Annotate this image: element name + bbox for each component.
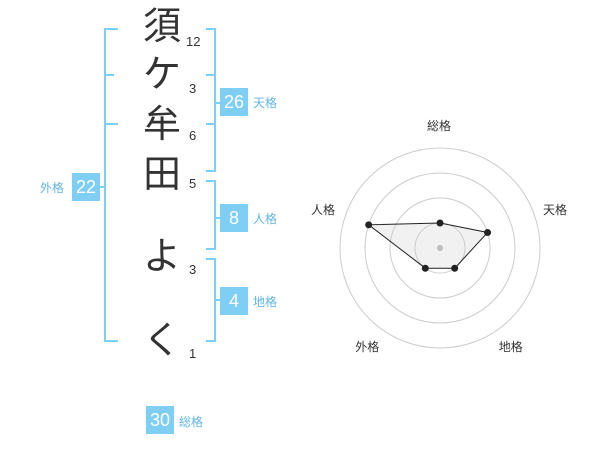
- stroke-count-5: 3: [189, 262, 197, 277]
- name-char-6: く: [142, 318, 181, 362]
- radar-axis-label-3: 地格: [498, 339, 523, 354]
- name-char-5: よ: [142, 234, 181, 278]
- jinkaku-label: 人格: [253, 212, 278, 226]
- radar-ring-4: [339, 147, 541, 349]
- radar-point-3: [451, 264, 459, 272]
- radar-point-2: [484, 229, 492, 237]
- jinkaku-value: 8: [220, 204, 248, 232]
- stroke-count-3: 6: [189, 128, 197, 143]
- stroke-count-4: 5: [189, 176, 197, 191]
- tenkaku-value: 26: [220, 88, 248, 116]
- radar-axis-label-1: 総格: [427, 119, 452, 133]
- radar-grid: [339, 147, 541, 349]
- radar-ring-2: [389, 197, 491, 299]
- radar-point-5: [365, 221, 373, 229]
- gaikaku-value: 22: [72, 173, 100, 201]
- chikaku-label: 地格: [253, 295, 278, 309]
- name-char-1: 須: [142, 4, 181, 48]
- name-char-3: 牟: [142, 102, 181, 146]
- stroke-count-6: 1: [189, 346, 197, 361]
- radar-ring-3: [364, 172, 516, 324]
- radar-points: [365, 219, 492, 272]
- soukaku-label: 総格: [179, 415, 204, 429]
- gaikaku-label: 外格: [40, 181, 65, 195]
- radar-axis-label-4: 外格: [355, 339, 380, 354]
- radar-center: [437, 245, 443, 251]
- chikaku-value: 4: [220, 287, 248, 315]
- radar-axis-label-5: 人格: [310, 203, 335, 218]
- tenkaku-label: 天格: [253, 96, 278, 110]
- stroke-count-1: 12: [186, 34, 201, 49]
- radar-area: [367, 222, 489, 269]
- name-char-4: 田: [142, 152, 181, 196]
- name-char-2: ケ: [142, 52, 181, 96]
- soukaku-value: 30: [146, 406, 174, 434]
- radar-point-1: [436, 219, 444, 227]
- radar-point-4: [421, 264, 429, 272]
- radar-axis-label-2: 天格: [543, 203, 568, 218]
- stroke-count-2: 3: [189, 81, 197, 96]
